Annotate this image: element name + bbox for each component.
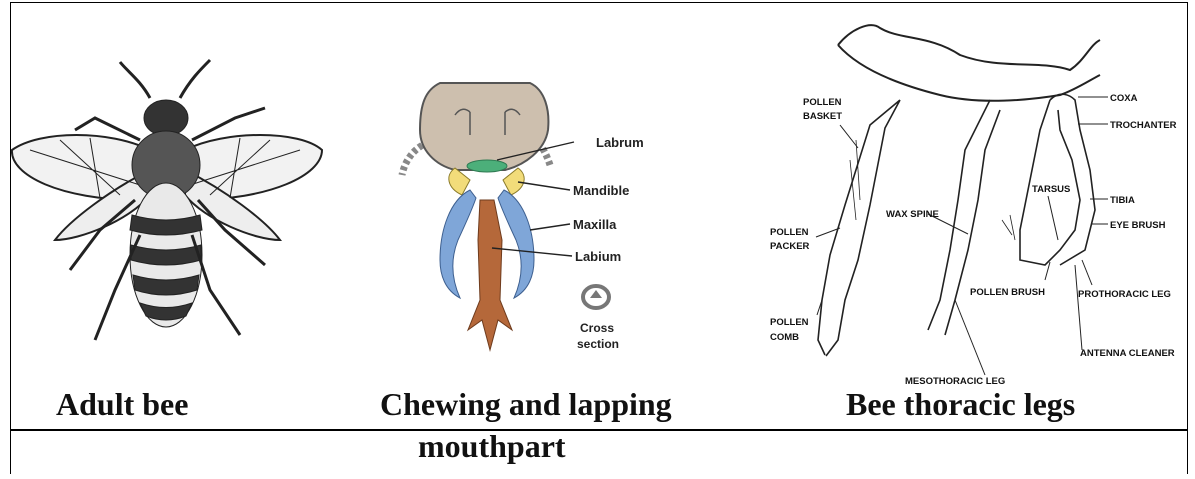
- caption-adult-bee: Adult bee: [56, 384, 188, 424]
- cross-section-icon: [583, 286, 609, 308]
- label-trochanter: TROCHANTER: [1110, 120, 1177, 131]
- label-section: section: [577, 337, 619, 351]
- label-tibia: TIBIA: [1110, 195, 1135, 206]
- caption-thoracic-legs: Bee thoracic legs: [846, 384, 1075, 424]
- label-cross: Cross: [580, 321, 614, 335]
- label-antenna-cleaner: ANTENNA CLEANER: [1080, 348, 1175, 359]
- label-pollen-basket-2: BASKET: [803, 111, 842, 122]
- labium-shape: [468, 200, 512, 350]
- label-mandible: Mandible: [573, 183, 629, 198]
- label-prothoracic-leg: PROTHORACIC LEG: [1078, 289, 1171, 300]
- leg-labels: POLLEN BASKET COXA TROCHANTER TARSUS TIB…: [770, 93, 1177, 387]
- label-maxilla: Maxilla: [573, 217, 617, 232]
- label-pollen-comb-1: POLLEN: [770, 317, 809, 328]
- mandible-shape: [449, 168, 470, 195]
- caption-mouthpart-line1: Chewing and lapping: [380, 384, 672, 424]
- adult-bee-illustration: [12, 60, 322, 340]
- label-eye-brush: EYE BRUSH: [1110, 220, 1166, 231]
- labrum-shape: [467, 160, 507, 172]
- label-pollen-comb-2: COMB: [770, 332, 799, 343]
- label-wax-spine: WAX SPINE: [886, 209, 939, 220]
- maxilla-shape: [440, 190, 476, 298]
- frame-bottom-line: [10, 429, 1188, 431]
- label-labium: Labium: [575, 249, 621, 264]
- label-tarsus: TARSUS: [1032, 184, 1070, 195]
- head-capsule: [420, 83, 548, 170]
- label-pollen-packer-1: POLLEN: [770, 227, 809, 238]
- label-pollen-packer-2: PACKER: [770, 241, 810, 252]
- label-pollen-basket-1: POLLEN: [803, 97, 842, 108]
- label-labrum: Labrum: [596, 135, 644, 150]
- label-pollen-brush: POLLEN BRUSH: [970, 287, 1045, 298]
- mouthpart-diagram: Labrum Mandible Maxilla Labium Cross sec…: [402, 83, 644, 351]
- label-coxa: COXA: [1110, 93, 1138, 104]
- caption-mouthpart-line2: mouthpart: [418, 426, 566, 466]
